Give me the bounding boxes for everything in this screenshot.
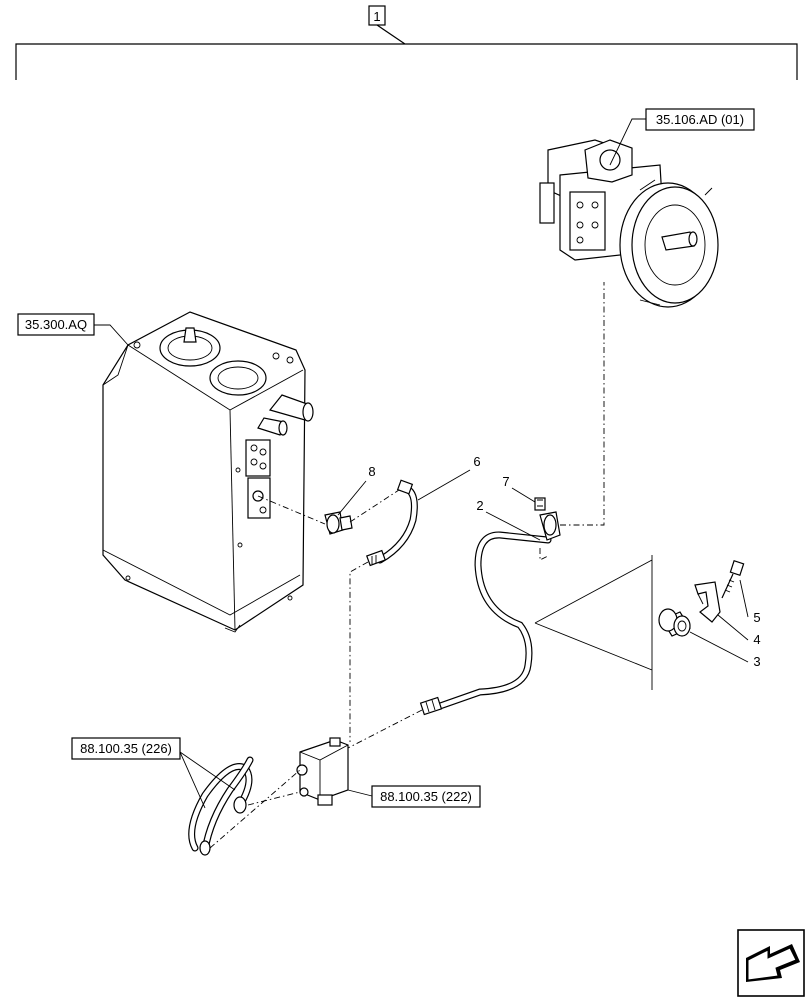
tubes-reference-label[interactable]: 88.100.35 (226): [80, 741, 172, 756]
hose-2: [419, 511, 561, 716]
bolt-5: [721, 559, 745, 599]
callout-2: 2: [476, 498, 483, 513]
valve-reference-label[interactable]: 88.100.35 (222): [380, 789, 472, 804]
pump-reference-box[interactable]: [645, 108, 755, 131]
callout-5: 5: [753, 610, 760, 625]
callout-3: 3: [753, 654, 760, 669]
tank-reference-box[interactable]: [17, 313, 95, 336]
hydraulic-pump: [539, 139, 719, 308]
callout-7: 7: [502, 474, 509, 489]
hydraulic-tank: [102, 311, 314, 633]
callout-6: 6: [473, 454, 480, 469]
fitting-7: [534, 497, 546, 511]
tubes-reference-box[interactable]: [71, 737, 181, 760]
valve-reference-box[interactable]: [371, 785, 481, 808]
assembly-bracket: 1: [15, 5, 798, 80]
clip-detail: [534, 555, 745, 690]
tank-reference-label[interactable]: 35.300.AQ: [25, 317, 87, 332]
valve-block: [296, 737, 349, 806]
fitting-8: [324, 511, 353, 535]
next-page-arrow-icon[interactable]: [737, 929, 805, 997]
clamp-4: [694, 581, 721, 623]
pump-reference-label[interactable]: 35.106.AD (01): [656, 112, 744, 127]
tubes-226: [188, 756, 254, 856]
spacer-3: [658, 608, 691, 637]
callout-4: 4: [753, 632, 760, 647]
tube-6: [366, 479, 418, 567]
assembly-label: 1: [373, 9, 380, 24]
callout-8: 8: [368, 464, 375, 479]
